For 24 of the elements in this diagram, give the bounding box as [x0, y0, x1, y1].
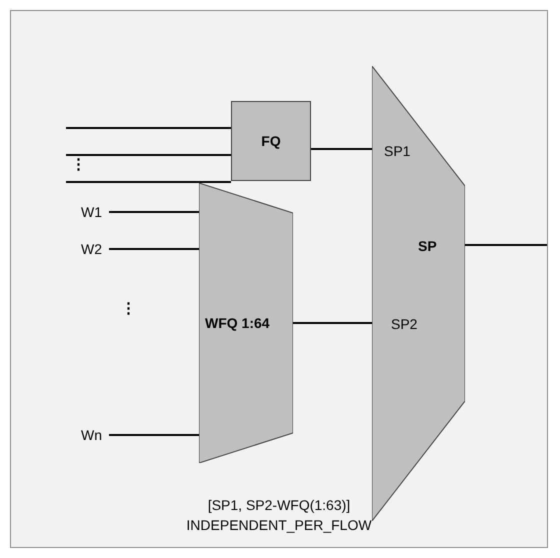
- connector-line: [465, 244, 547, 246]
- caption-text: [SP1, SP2-WFQ(1:63)] INDEPENDENT_PER_FLOW: [185, 496, 373, 535]
- connector-line: [311, 148, 372, 150]
- port-label: SP1: [384, 142, 410, 161]
- input-label: Wn: [81, 424, 109, 446]
- port-label: SP2: [391, 315, 418, 334]
- fq-box: [231, 101, 311, 181]
- block-label: SP: [418, 237, 437, 256]
- block-label: WFQ 1:64: [205, 314, 270, 333]
- connector-line: [293, 322, 372, 324]
- connector-line: [66, 181, 231, 183]
- sp-trapezoid: [372, 66, 465, 521]
- connector-line: [66, 154, 231, 156]
- block-label: FQ: [261, 132, 281, 151]
- input-label: W1: [81, 201, 109, 223]
- ellipsis-mark: ⋮: [121, 301, 136, 316]
- wfq-trapezoid: [199, 183, 293, 463]
- connector-line: [66, 127, 231, 129]
- input-label: W2: [81, 238, 109, 260]
- connector-line: [109, 434, 199, 436]
- diagram-frame: [10, 10, 548, 548]
- connector-line: [109, 211, 199, 213]
- ellipsis-mark: ⋮: [71, 157, 86, 172]
- connector-line: [109, 248, 199, 250]
